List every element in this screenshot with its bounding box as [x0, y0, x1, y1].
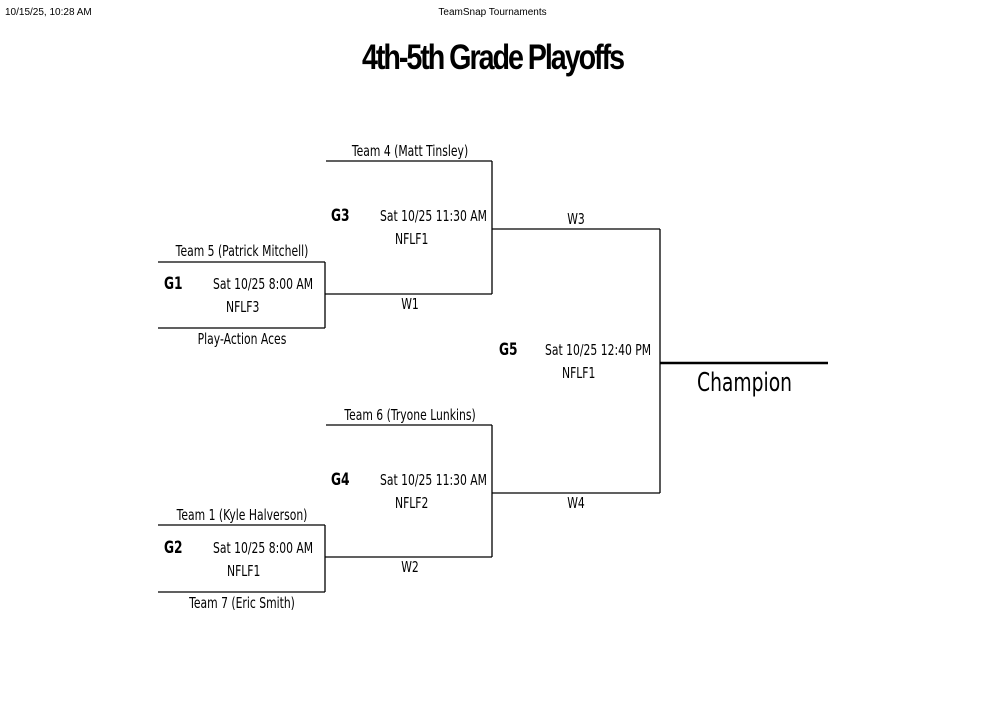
g3-top-team: Team 4 (Matt Tinsley) — [351, 142, 469, 160]
g2-datetime: Sat 10/25 8:00 AM — [213, 539, 314, 557]
g1-datetime: Sat 10/25 8:00 AM — [213, 275, 314, 293]
g4-top-team: Team 6 (Tryone Lunkins) — [344, 406, 476, 424]
g4-game-id: G4 — [331, 470, 350, 490]
g3-datetime: Sat 10/25 11:30 AM — [380, 207, 487, 225]
g3-field: NFLF1 — [395, 230, 429, 248]
w4-label: W4 — [567, 494, 585, 512]
g1-top-team: Team 5 (Patrick Mitchell) — [175, 242, 309, 260]
g2-bottom-team: Team 7 (Eric Smith) — [189, 594, 295, 612]
g2-game-id: G2 — [164, 538, 183, 558]
g1-bottom-team: Play-Action Aces — [197, 330, 287, 348]
g5-field: NFLF1 — [562, 364, 596, 382]
g5-game-id: G5 — [499, 340, 518, 360]
g3-game-id: G3 — [331, 206, 350, 226]
g2-top-team: Team 1 (Kyle Halverson) — [176, 506, 308, 524]
g4-datetime: Sat 10/25 11:30 AM — [380, 471, 487, 489]
g1-game-id: G1 — [164, 274, 183, 294]
w2-label: W2 — [401, 558, 419, 576]
g1-field: NFLF3 — [226, 298, 260, 316]
w3-label: W3 — [567, 210, 585, 228]
g2-field: NFLF1 — [227, 562, 261, 580]
page-title: 4th-5th Grade Playoffs — [361, 38, 625, 77]
site-name: TeamSnap Tournaments — [438, 7, 547, 18]
print-datetime: 10/15/25, 10:28 AM — [5, 7, 92, 18]
g4-field: NFLF2 — [395, 494, 429, 512]
g5-datetime: Sat 10/25 12:40 PM — [545, 341, 652, 359]
champion-label: Champion — [697, 368, 793, 398]
w1-label: W1 — [401, 295, 419, 313]
